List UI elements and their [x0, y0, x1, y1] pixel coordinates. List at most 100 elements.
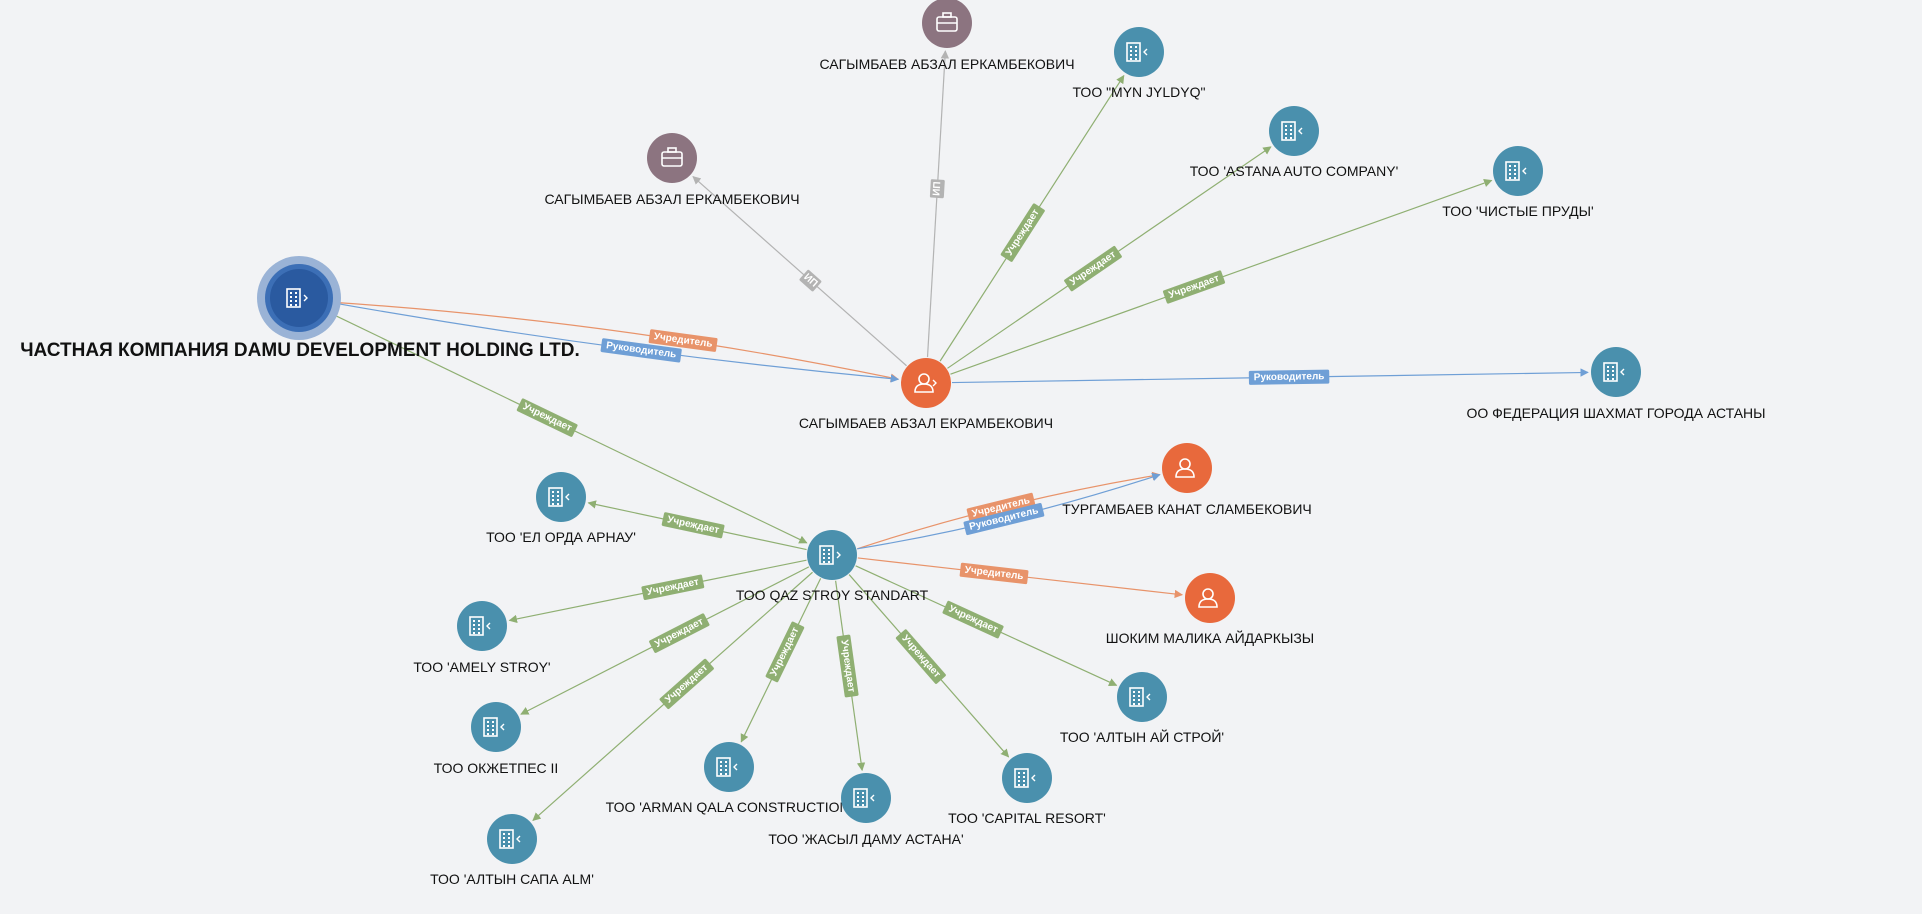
node-label: ОО ФЕДЕРАЦИЯ ШАХМАТ ГОРОДА АСТАНЫ [1466, 405, 1765, 421]
building-icon [1126, 42, 1141, 62]
edge-label-badge [963, 502, 1045, 536]
edge-label-text: Учреждает [1004, 207, 1042, 258]
node-astana-auto[interactable] [1269, 106, 1319, 156]
node-label: ТОО 'ЧИСТЫЕ ПРУДЫ' [1442, 203, 1593, 219]
node-label: ТОО 'АЛТЫН АЙ СТРОЙ' [1060, 728, 1224, 745]
node-label: САГЫМБАЕВ АБЗАЛ ЕРКАМБЕКОВИЧ [544, 191, 799, 207]
node-label: САГЫМБАЕВ АБЗАЛ ЕРКАМБЕКОВИЧ [819, 56, 1074, 72]
node-capital[interactable] [1002, 753, 1052, 803]
edge-label-founder[interactable]: Учредитель [959, 562, 1029, 585]
node-sagym-center[interactable] [901, 358, 951, 408]
edge-label-text: Учреждает [1068, 249, 1118, 288]
edge-label-badge [942, 600, 1004, 639]
node-label: ТОО 'ЕЛ ОРДА АРНАУ' [486, 529, 636, 545]
edge-label-establishes[interactable]: Учреждает [1162, 270, 1226, 304]
node-turgam[interactable] [1162, 443, 1212, 493]
node-chess[interactable] [1591, 347, 1641, 397]
node-circle[interactable] [471, 702, 521, 752]
node-altyn-sapa[interactable] [487, 814, 537, 864]
edges-layer [325, 50, 1589, 821]
edge-label-badge [1064, 245, 1122, 292]
chevron-left-icon[interactable] [1143, 48, 1148, 56]
edge-label-text: Учреждает [947, 604, 1000, 636]
edge-label-establishes[interactable]: Учреждает [942, 600, 1004, 639]
chevron-left-icon[interactable] [733, 763, 738, 771]
chevron-left-icon[interactable] [1620, 368, 1625, 376]
building-icon [499, 829, 514, 849]
building-icon [716, 757, 731, 777]
edge-label-establishes[interactable]: Учреждает [649, 613, 710, 654]
node-chistye[interactable] [1493, 146, 1543, 196]
node-circle[interactable] [1269, 106, 1319, 156]
edge-label-badge [641, 574, 705, 601]
node-el-orda[interactable] [536, 472, 586, 522]
edge-label-badge [836, 634, 859, 698]
node-damu[interactable] [257, 256, 341, 340]
edge-label-head[interactable]: Руководитель [1248, 369, 1330, 385]
node-label: ЧАСТНАЯ КОМПАНИЯ DAMU DEVELOPMENT HOLDIN… [20, 340, 580, 361]
edge-label-ip[interactable]: ИП [799, 269, 822, 292]
edge-label-text: ИП [931, 181, 943, 196]
edge-label-establishes[interactable]: Учреждает [659, 658, 715, 710]
node-label: ТОО ОКЖЕТПЕС II [434, 760, 559, 776]
edge-label-establishes[interactable]: Учреждает [1000, 203, 1045, 263]
edge-label-text: Учреждает [666, 514, 720, 536]
edge-label-establishes[interactable]: Учреждает [516, 398, 578, 437]
node-circle[interactable] [807, 530, 857, 580]
chevron-left-icon[interactable] [870, 794, 875, 802]
node-qaz[interactable] [807, 530, 857, 580]
edge-label-founder[interactable]: Учредитель [648, 329, 718, 352]
node-sagym-ip-left[interactable] [647, 133, 697, 183]
edge-label-establishes[interactable]: Учреждает [661, 512, 725, 539]
node-okzhetpes[interactable] [471, 702, 521, 752]
edge-label-establishes[interactable]: Учреждает [836, 634, 859, 698]
briefcase-icon [936, 12, 958, 32]
chevron-right-icon[interactable] [836, 551, 841, 559]
node-sagym-ip-top[interactable] [922, 0, 972, 48]
node-circle[interactable] [457, 601, 507, 651]
node-circle[interactable] [487, 814, 537, 864]
edge-label-badge [659, 658, 714, 710]
node-myn[interactable] [1114, 27, 1164, 77]
node-circle[interactable] [922, 0, 972, 48]
node-circle[interactable] [270, 269, 328, 327]
node-arman[interactable] [704, 742, 754, 792]
chevron-left-icon[interactable] [1031, 774, 1036, 782]
chevron-left-icon[interactable] [1522, 167, 1527, 175]
node-altyn-ai[interactable] [1117, 672, 1167, 722]
nodes-layer: ЧАСТНАЯ КОМПАНИЯ DAMU DEVELOPMENT HOLDIN… [20, 0, 1766, 887]
chevron-left-icon[interactable] [500, 723, 505, 731]
node-circle[interactable] [536, 472, 586, 522]
node-circle[interactable] [841, 773, 891, 823]
chevron-left-icon[interactable] [565, 493, 570, 501]
chevron-left-icon[interactable] [1146, 693, 1151, 701]
node-amely[interactable] [457, 601, 507, 651]
edge-label-establishes[interactable]: Учреждает [641, 574, 705, 601]
node-circle[interactable] [1117, 672, 1167, 722]
edge-label-establishes[interactable]: Учреждает [765, 621, 805, 683]
edge-label-text: Учреждает [899, 633, 942, 680]
edge-label-text: Учреждает [521, 401, 574, 434]
node-circle[interactable] [1002, 753, 1052, 803]
edge-label-ip[interactable]: ИП [929, 179, 945, 199]
edge-label-establishes[interactable]: Учреждает [895, 629, 946, 685]
edge-label-establishes[interactable]: Учреждает [1064, 245, 1123, 292]
person-icon [914, 373, 934, 393]
chevron-left-icon[interactable] [516, 835, 521, 843]
node-circle[interactable] [1591, 347, 1641, 397]
building-icon [286, 288, 301, 308]
node-label: САГЫМБАЕВ АБЗАЛ ЕКРАМБЕКОВИЧ [799, 415, 1053, 431]
chevron-right-icon[interactable] [932, 379, 937, 387]
node-circle[interactable] [1114, 27, 1164, 77]
node-shokim[interactable] [1185, 573, 1235, 623]
chevron-right-icon[interactable] [303, 294, 308, 302]
node-zhasyl[interactable] [841, 773, 891, 823]
chevron-left-icon[interactable] [486, 622, 491, 630]
chevron-left-icon[interactable] [1298, 127, 1303, 135]
edge-label-text: Руководитель [1254, 371, 1325, 383]
node-label: ТОО 'ARMAN QALA CONSTRUCTION' [606, 799, 853, 815]
node-circle[interactable] [1493, 146, 1543, 196]
node-circle[interactable] [704, 742, 754, 792]
node-label: ТОО 'ЖАСЫЛ ДАМУ АСТАНА' [768, 831, 963, 847]
edge-label-text: Учреждает [768, 626, 801, 678]
